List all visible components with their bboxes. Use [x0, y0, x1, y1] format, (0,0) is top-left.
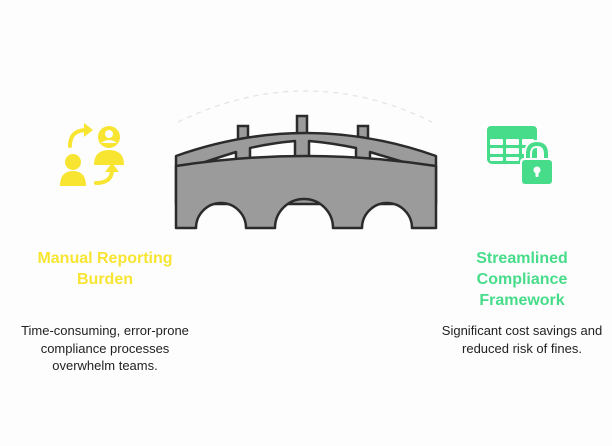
right-description: Significant cost savings and reduced ris…: [441, 323, 603, 356]
person-bottom-left-icon: [65, 154, 81, 170]
people-exchange-icon: [60, 123, 124, 186]
bridge-deck: [174, 154, 438, 230]
locked-table-icon: [487, 126, 554, 186]
left-description: Time-consuming, error-prone compliance p…: [21, 323, 189, 373]
right-title: Streamlined Compliance Framework: [476, 250, 568, 309]
left-title: Manual Reporting Burden: [37, 250, 173, 288]
bridge-icon: [174, 114, 438, 230]
arrow-bottom-right-icon: [94, 168, 114, 185]
dashed-arc: [177, 90, 433, 123]
